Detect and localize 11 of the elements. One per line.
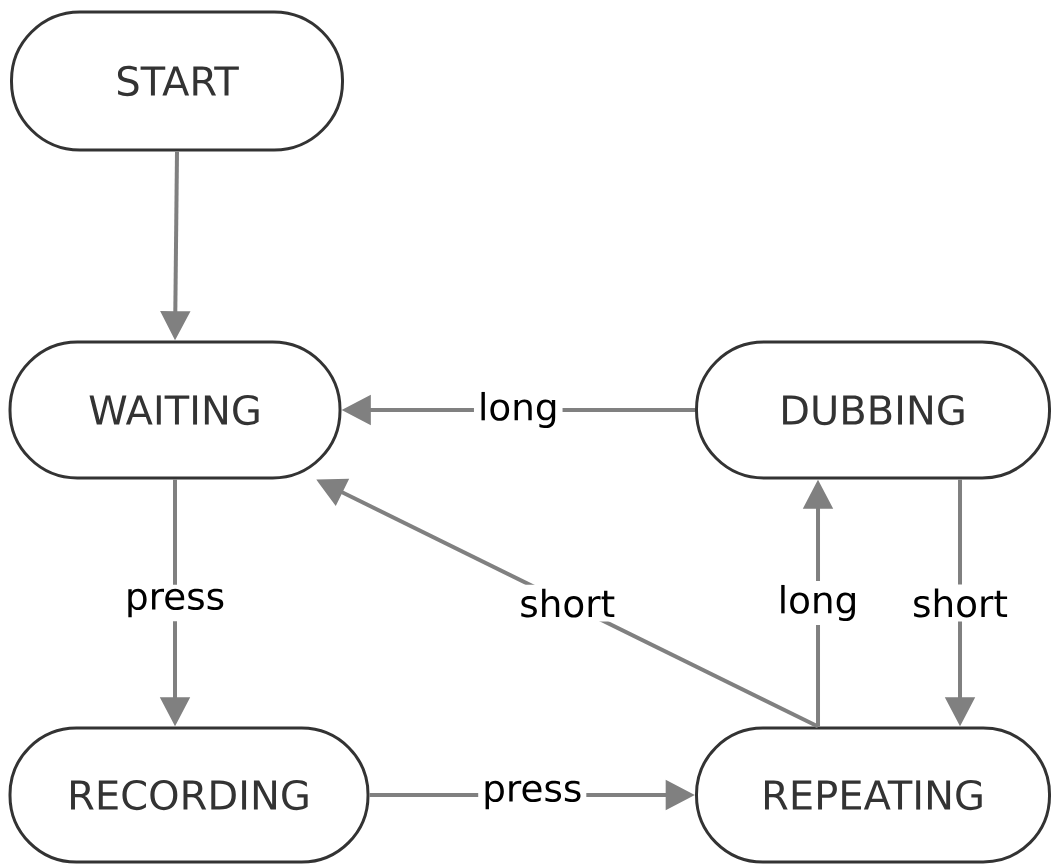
state-box: DUBBING xyxy=(695,340,1051,480)
state-box: WAITING xyxy=(8,340,342,480)
state-box: RECORDING xyxy=(8,726,370,864)
edge-label: short xyxy=(908,584,1012,622)
edge-label: long xyxy=(773,580,863,626)
edge-label: long xyxy=(473,387,563,433)
edge-label: press xyxy=(478,776,587,814)
state-box: START xyxy=(10,10,344,152)
edge-label: short xyxy=(515,584,620,622)
state-box: REPEATING xyxy=(695,726,1051,864)
edge-label: press xyxy=(120,584,230,622)
